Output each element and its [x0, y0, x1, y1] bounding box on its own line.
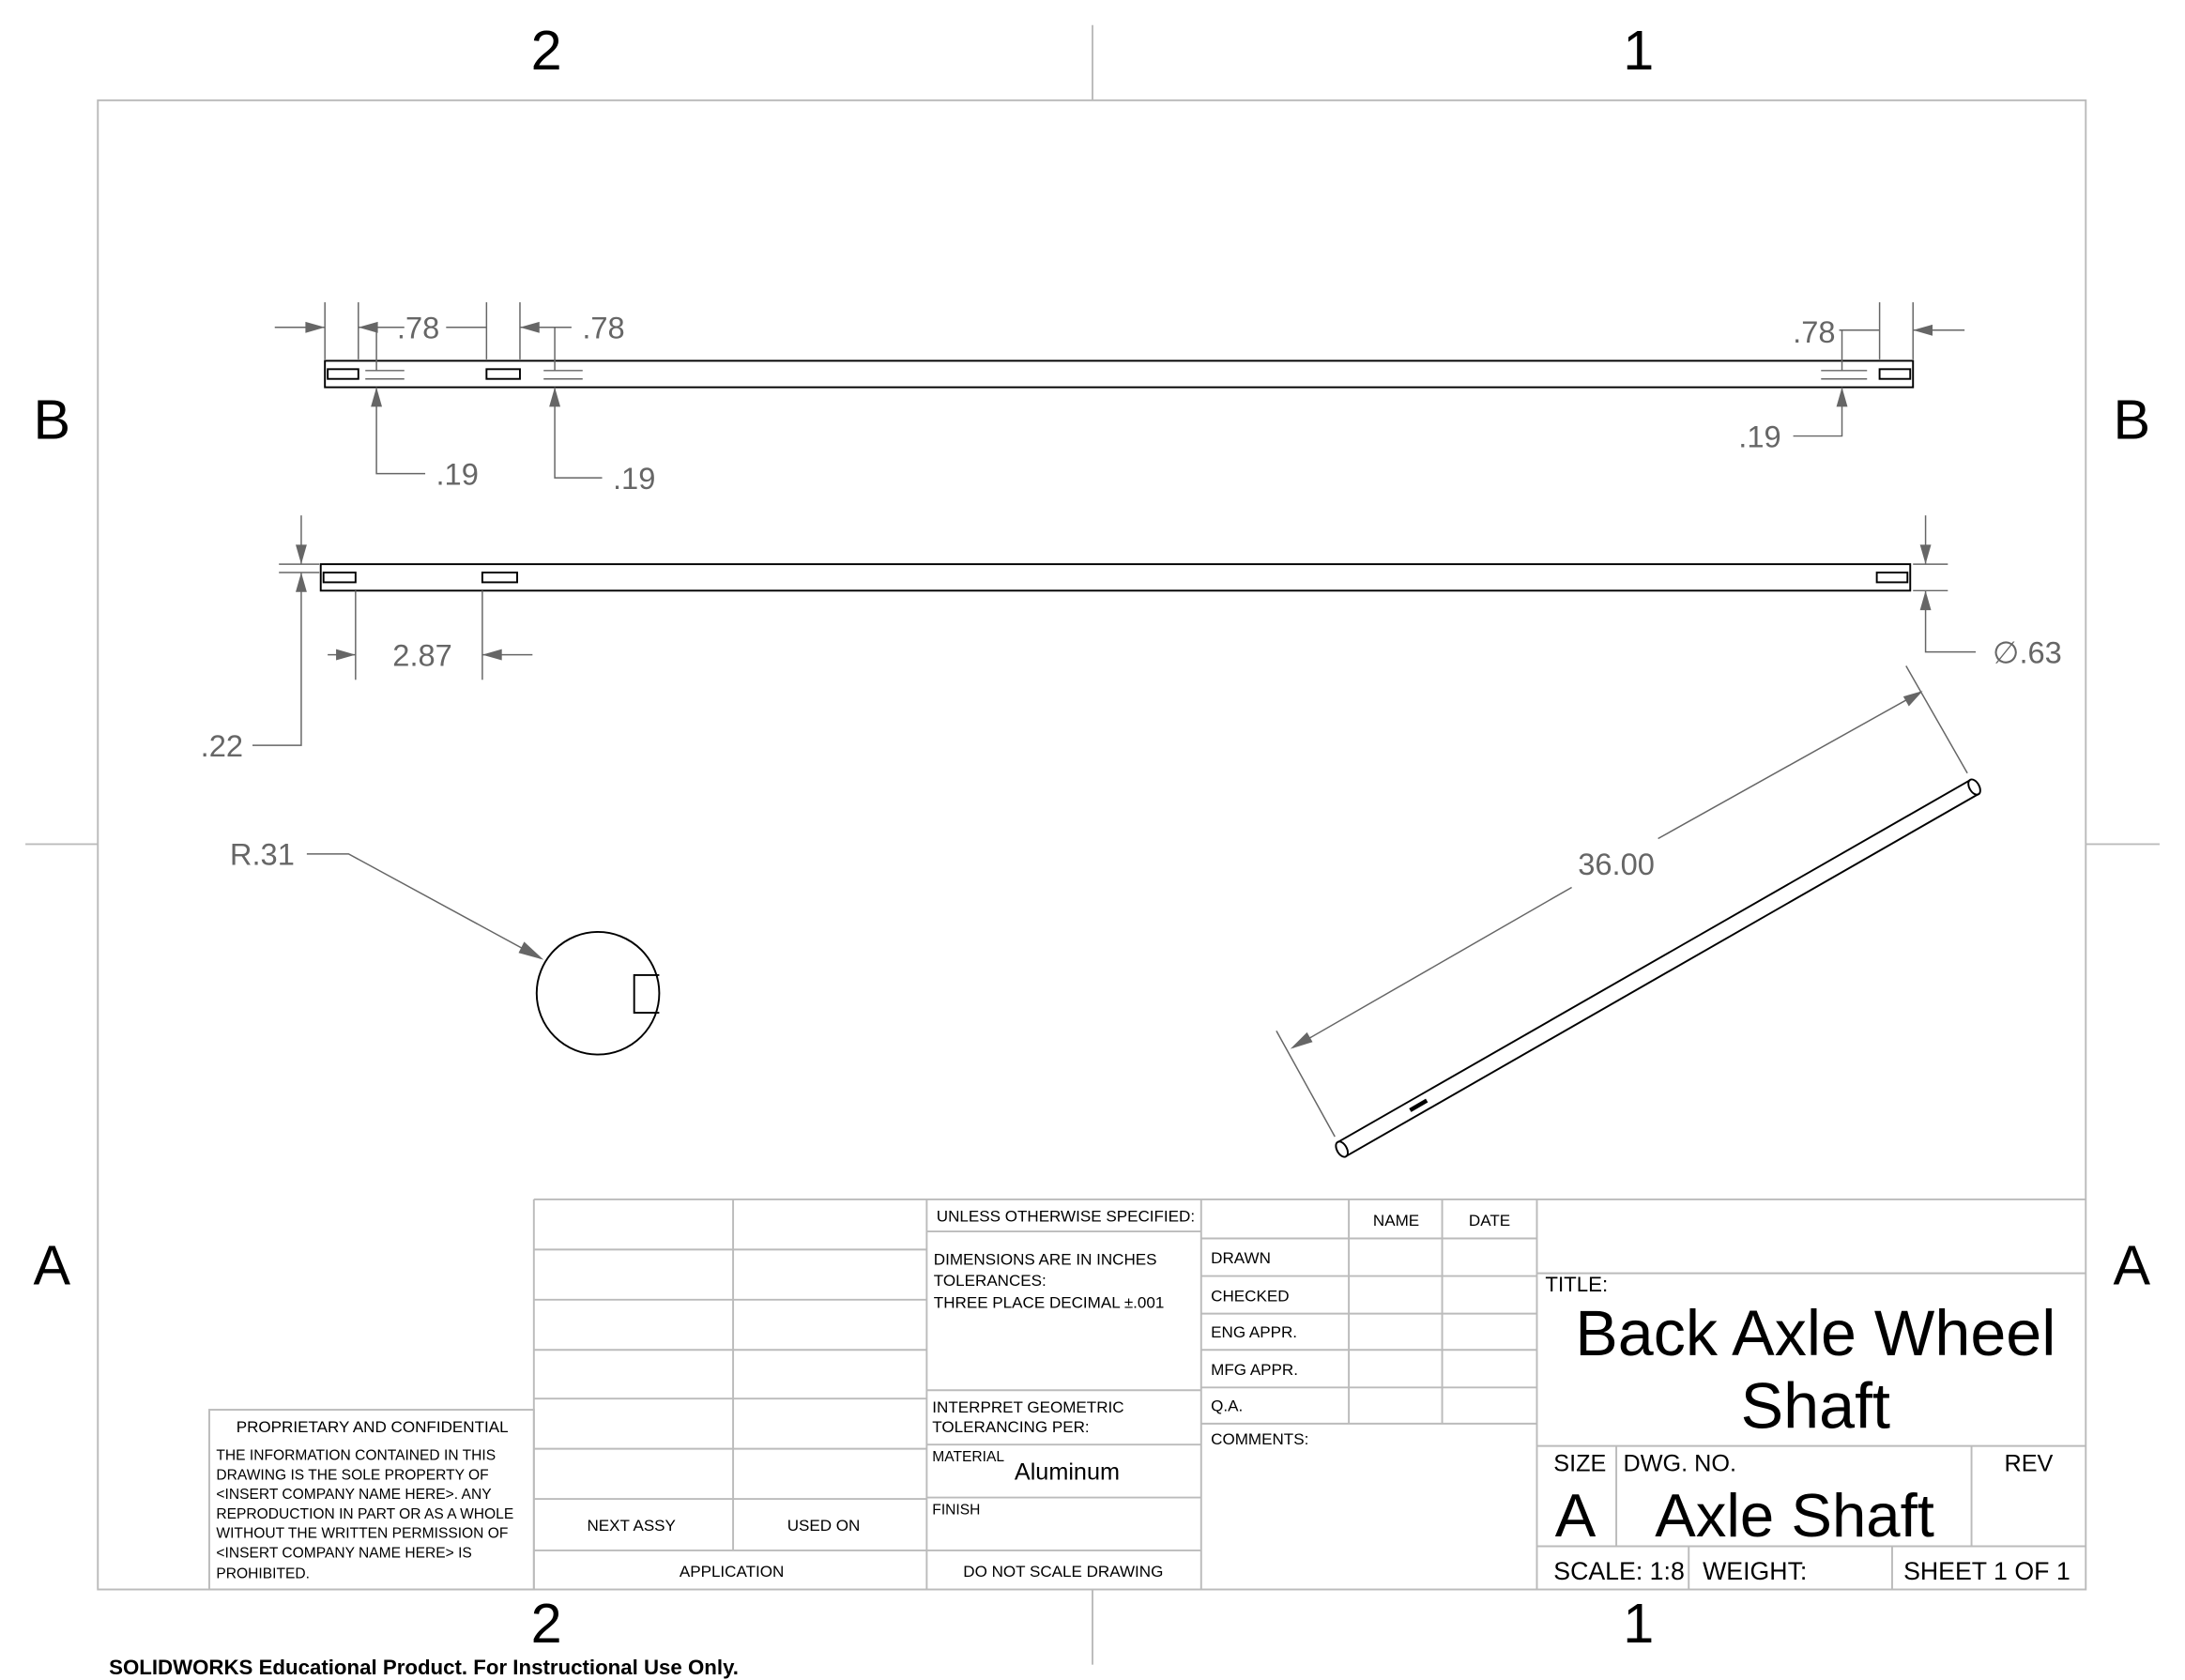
iso-view: 36.00 [1276, 665, 1981, 1158]
size-label: SIZE [1553, 1450, 1606, 1476]
dim-slot-offset: .22 [201, 728, 243, 763]
tolerancing-per: TOLERANCING PER: [932, 1418, 1089, 1436]
top-view: .78 .78 .78 .19 .19 .19 [274, 302, 1965, 496]
dim-diameter: ∅.63 [1993, 635, 2062, 670]
zone-label: A [33, 1233, 70, 1296]
title-block: UNLESS OTHERWISE SPECIFIED: DIMENSIONS A… [216, 1208, 2070, 1585]
dim-overall-length: 36.00 [1578, 847, 1655, 881]
drawn-label: DRAWN [1211, 1249, 1271, 1267]
rev-label: REV [2004, 1450, 2053, 1476]
proprietary-line: THE INFORMATION CONTAINED IN THIS [216, 1447, 496, 1463]
size-value: A [1555, 1481, 1597, 1550]
proprietary-line: DRAWING IS THE SOLE PROPERTY OF [216, 1467, 488, 1483]
dim-radius: R.31 [230, 837, 295, 872]
end-view: R.31 [230, 837, 661, 1056]
proprietary-line: <INSERT COMPANY NAME HERE> IS [216, 1545, 471, 1561]
dwg-no-value: Axle Shaft [1655, 1481, 1934, 1550]
title-label: TITLE: [1545, 1273, 1608, 1296]
zone-label: 1 [1623, 19, 1654, 82]
zone-label: B [2113, 389, 2150, 451]
material-value: Aluminum [1015, 1459, 1120, 1485]
drawing-title-line1: Back Axle Wheel [1575, 1298, 2055, 1369]
dim-slot3-width: .19 [1738, 419, 1780, 453]
zone-label: 2 [531, 1592, 562, 1655]
name-header: NAME [1373, 1212, 1419, 1229]
dim-slot3-length: .78 [1793, 314, 1835, 349]
title-block-grid [208, 1198, 2086, 1591]
scale: SCALE: 1:8 [1553, 1557, 1685, 1585]
proprietary-line: WITHOUT THE WRITTEN PERMISSION OF [216, 1526, 508, 1542]
front-view: 2.87 .22 ∅.63 [201, 515, 2062, 763]
dim-slot1-length: .78 [397, 311, 439, 345]
zone-label: B [33, 389, 70, 451]
interpret-label: INTERPRET GEOMETRIC [932, 1398, 1123, 1416]
proprietary-line: PROHIBITED. [216, 1566, 310, 1582]
comments-label: COMMENTS: [1211, 1430, 1308, 1448]
zone-label: A [2113, 1233, 2150, 1296]
dims-note: DIMENSIONS ARE IN INCHES [934, 1251, 1157, 1269]
tolerance-value: THREE PLACE DECIMAL ±.001 [934, 1294, 1165, 1312]
unless-specified: UNLESS OTHERWISE SPECIFIED: [937, 1208, 1195, 1226]
tolerances-label: TOLERANCES: [934, 1272, 1047, 1290]
material-label: MATERIAL [932, 1449, 1004, 1465]
zone-dividers [25, 24, 2160, 1665]
do-not-scale: DO NOT SCALE DRAWING [963, 1563, 1163, 1581]
drawing-title-line2: Shaft [1741, 1370, 1890, 1442]
eng-appr-label: ENG APPR. [1211, 1323, 1297, 1341]
weight: WEIGHT: [1703, 1557, 1807, 1585]
qa-label: Q.A. [1211, 1397, 1243, 1415]
dim-slot-spacing: 2.87 [392, 637, 452, 672]
proprietary-line: REPRODUCTION IN PART OR AS A WHOLE [216, 1506, 513, 1522]
dim-slot2-length: .78 [582, 311, 624, 345]
dim-slot2-width: .19 [613, 461, 655, 496]
dwg-no-label: DWG. NO. [1623, 1450, 1735, 1476]
zone-label: 1 [1623, 1592, 1654, 1655]
proprietary-line: <INSERT COMPANY NAME HERE>. ANY [216, 1487, 492, 1503]
sheet-number: SHEET 1 OF 1 [1903, 1557, 2070, 1585]
watermark: SOLIDWORKS Educational Product. For Inst… [109, 1656, 739, 1679]
proprietary-title: PROPRIETARY AND CONFIDENTIAL [237, 1418, 509, 1436]
dim-slot1-width: .19 [435, 457, 478, 492]
checked-label: CHECKED [1211, 1287, 1289, 1305]
zone-label: 2 [531, 19, 562, 82]
application: APPLICATION [680, 1563, 784, 1581]
next-assy: NEXT ASSY [587, 1517, 675, 1535]
used-on: USED ON [787, 1517, 861, 1535]
mfg-appr-label: MFG APPR. [1211, 1361, 1298, 1379]
date-header: DATE [1469, 1212, 1510, 1229]
proprietary-text: THE INFORMATION CONTAINED IN THIS DRAWIN… [216, 1447, 513, 1581]
finish-label: FINISH [932, 1502, 980, 1518]
